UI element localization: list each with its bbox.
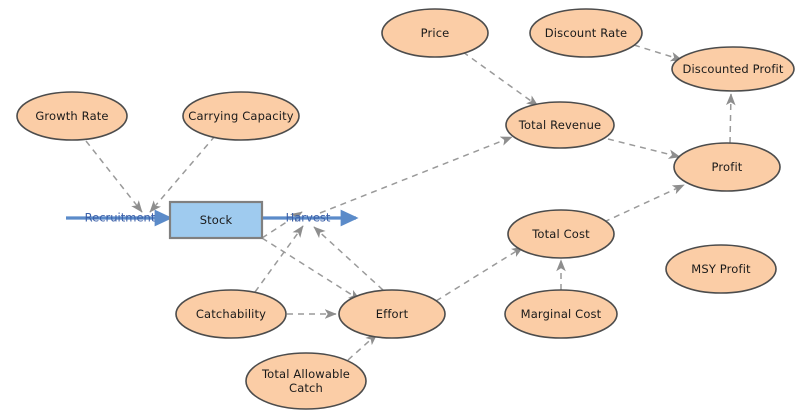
- variable-node-discount_rate[interactable]: [529, 8, 643, 58]
- total-revenue-to-profit: [607, 138, 681, 159]
- variable-ellipse-total_revenue: [505, 101, 615, 149]
- variable-node-total_cost[interactable]: [507, 209, 615, 259]
- variable-ellipse-marginal_cost: [504, 289, 618, 339]
- carrying-capacity-to-recruitment: [149, 135, 216, 213]
- catchability-to-harvest: [254, 225, 304, 293]
- variable-node-price[interactable]: [381, 8, 489, 58]
- variable-node-effort[interactable]: [338, 289, 446, 339]
- profit-to-discounted-profit: [725, 93, 736, 144]
- variable-node-msy_profit[interactable]: [665, 244, 777, 294]
- variable-node-marginal_cost[interactable]: [504, 289, 618, 339]
- variable-label-discount_rate: Discount Rate: [545, 26, 627, 40]
- variable-label-catchability: Catchability: [196, 307, 266, 321]
- variable-label-discounted_profit: Discounted Profit: [682, 62, 783, 76]
- variable-label-effort: Effort: [376, 307, 409, 321]
- effort-to-harvest: [313, 226, 384, 291]
- stock-rect-stock: [168, 200, 264, 240]
- growth-rate-to-recruitment: [85, 140, 143, 213]
- variable-label-total_revenue: Total Revenue: [518, 118, 602, 132]
- variable-ellipse-price: [381, 8, 489, 58]
- variable-node-growth_rate[interactable]: [16, 91, 128, 141]
- variable-label-msy_profit: MSY Profit: [691, 262, 751, 276]
- total-cost-to-profit: [603, 184, 685, 223]
- variable-ellipse-profit: [673, 142, 781, 192]
- variable-label-growth_rate: Growth Rate: [35, 109, 108, 123]
- discount-rate-to-discounted-profit: [633, 44, 683, 62]
- variable-label-profit: Profit: [712, 160, 743, 174]
- variable-label-carrying_capacity: Carrying Capacity: [188, 109, 293, 123]
- variable-ellipse-effort: [338, 289, 446, 339]
- variable-label-total_cost: Total Cost: [531, 227, 590, 241]
- variable-ellipse-discount_rate: [529, 8, 643, 58]
- flow-label-recruitment: Recruitment: [85, 211, 156, 225]
- variable-node-discounted_profit[interactable]: [671, 46, 795, 92]
- variable-node-total_revenue[interactable]: [505, 101, 615, 149]
- variable-node-profit[interactable]: [673, 142, 781, 192]
- stock-to-effort: [261, 237, 361, 301]
- variable-node-total_allowable_catch[interactable]: [245, 352, 367, 410]
- variable-ellipse-catchability: [175, 289, 287, 339]
- flow-label-harvest: Harvest: [286, 211, 331, 225]
- stock-to-harvest: [261, 211, 303, 239]
- variable-label-marginal_cost: Marginal Cost: [521, 307, 602, 321]
- stock-label-stock: Stock: [200, 213, 233, 227]
- variable-ellipse-msy_profit: [665, 244, 777, 294]
- node-layer: [16, 8, 795, 410]
- variable-ellipse-total_allowable_catch: [245, 352, 367, 410]
- harvest-to-total-revenue: [319, 136, 513, 214]
- variable-node-carrying_capacity[interactable]: [182, 91, 300, 141]
- causal-link-layer: [85, 44, 736, 361]
- variable-node-catchability[interactable]: [175, 289, 287, 339]
- effort-to-total-cost: [435, 246, 524, 302]
- variable-ellipse-total_cost: [507, 209, 615, 259]
- stock-node-stock[interactable]: [168, 200, 264, 240]
- variable-ellipse-discounted_profit: [671, 46, 795, 92]
- variable-label-price: Price: [421, 26, 450, 40]
- variable-ellipse-growth_rate: [16, 91, 128, 141]
- price-to-total-revenue: [462, 51, 539, 107]
- variable-ellipse-carrying_capacity: [182, 91, 300, 141]
- tac-to-effort: [347, 333, 378, 361]
